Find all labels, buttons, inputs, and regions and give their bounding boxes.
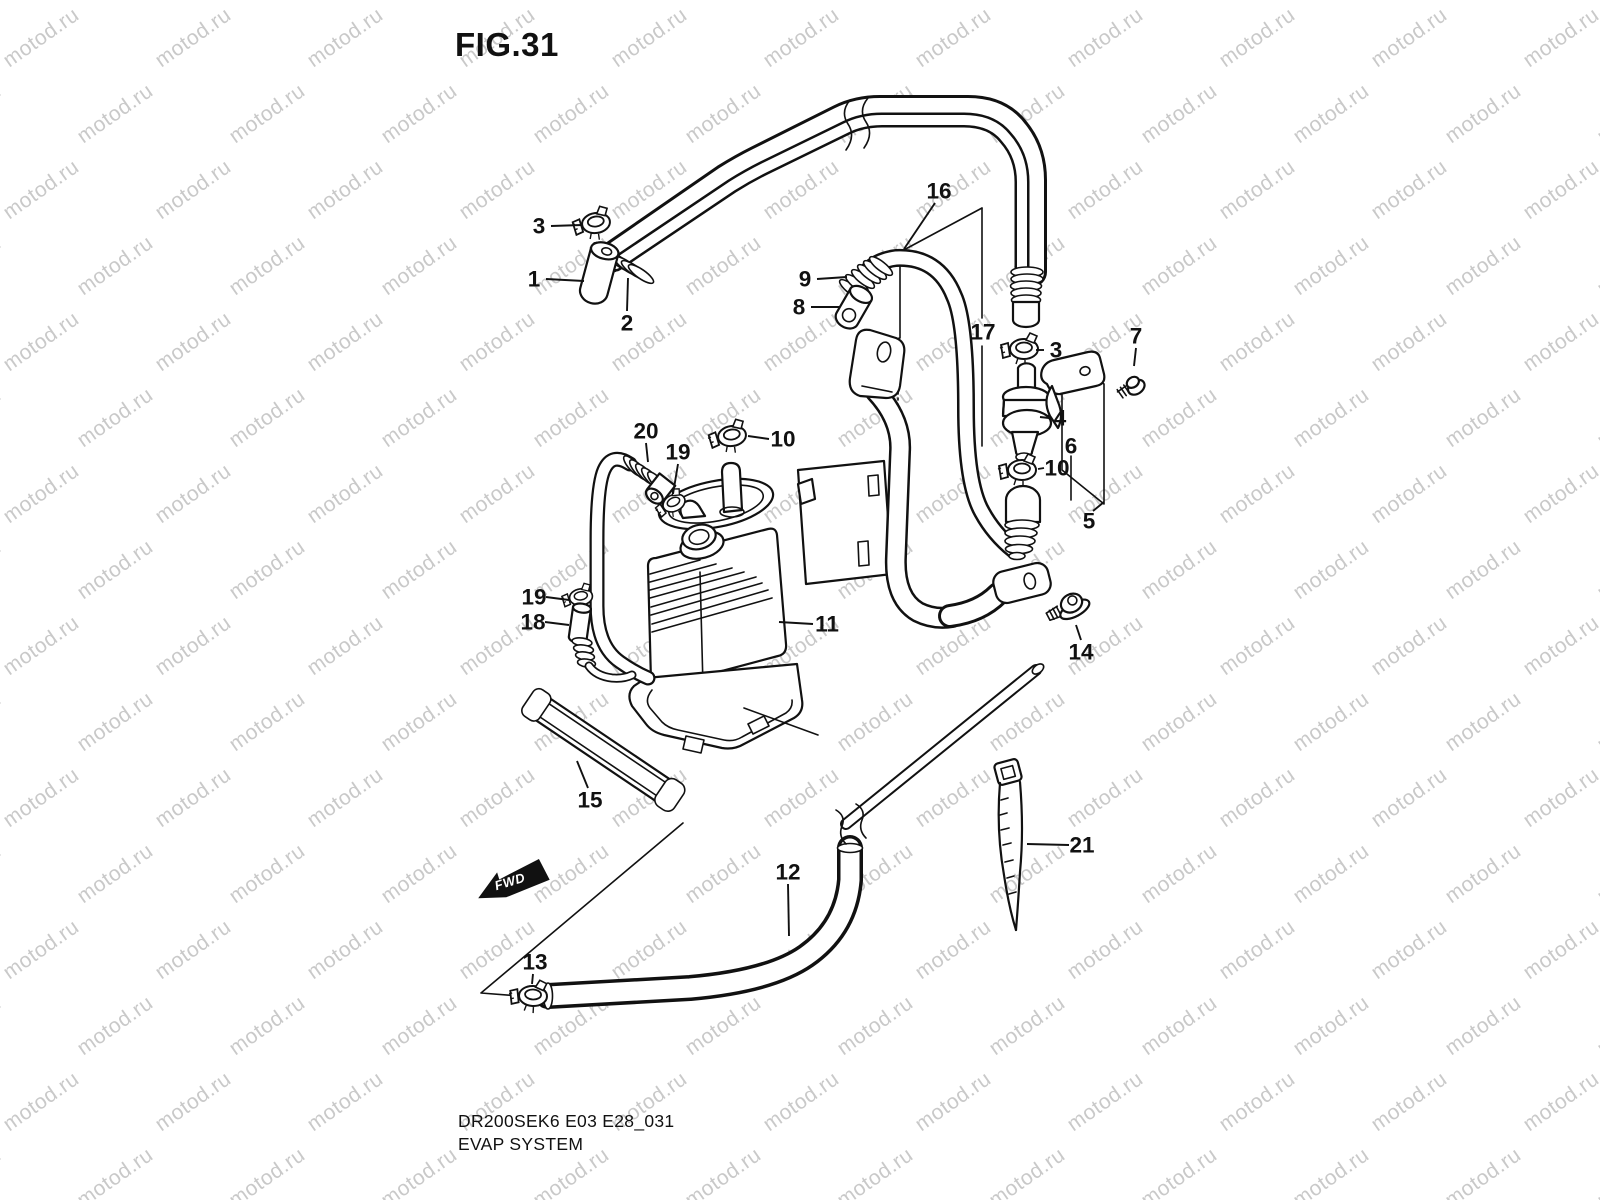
spring-part9 bbox=[838, 255, 894, 300]
foot-bracket bbox=[938, 561, 1052, 628]
leader-line-part-9 bbox=[816, 276, 848, 280]
figure-title: FIG.31 bbox=[455, 26, 559, 63]
callout-part-17: 17 bbox=[970, 320, 995, 345]
screw-part7 bbox=[1116, 375, 1146, 399]
leader-line-part-16 bbox=[903, 202, 936, 250]
callout-part-15: 15 bbox=[577, 788, 602, 813]
leader-line-part-4 bbox=[1039, 416, 1050, 419]
pointer-lines bbox=[480, 707, 819, 997]
callout-part-10: 10 bbox=[1044, 456, 1069, 481]
leader-line-part-19 bbox=[545, 596, 570, 601]
callout-part-21: 21 bbox=[1069, 833, 1094, 858]
callout-part-16: 16 bbox=[926, 179, 951, 204]
callout-part-12: 12 bbox=[775, 860, 800, 885]
callout-part-19: 19 bbox=[521, 585, 546, 610]
clamp-13 bbox=[507, 977, 549, 1015]
canister-ribs bbox=[649, 559, 773, 633]
leader-line-part-12 bbox=[787, 883, 790, 937]
fitting-part8 bbox=[834, 284, 874, 330]
callout-part-6: 6 bbox=[1065, 434, 1078, 459]
callout-part-2: 2 bbox=[621, 311, 634, 336]
footer-model-code: DR200SEK6 E03 E28_031 bbox=[458, 1111, 675, 1131]
fwd-arrow: FWD bbox=[478, 858, 550, 899]
hose-12 bbox=[535, 663, 1045, 1010]
canister-part11 bbox=[628, 461, 804, 754]
leader-line-part-18 bbox=[544, 621, 570, 626]
leader-line-part-14 bbox=[1075, 624, 1082, 641]
leader-line-part-5 bbox=[1092, 501, 1105, 512]
callout-part-7: 7 bbox=[1130, 324, 1143, 349]
leader-line-part-21 bbox=[1026, 843, 1070, 846]
leader-line-part-15 bbox=[576, 760, 589, 789]
clamp-3-right bbox=[999, 332, 1039, 367]
bolt-part14 bbox=[1045, 592, 1091, 622]
hose-end-spring-right bbox=[1009, 266, 1044, 329]
clamp-3-left bbox=[569, 204, 614, 245]
callout-part-3: 3 bbox=[1050, 338, 1063, 363]
callout-part-10: 10 bbox=[770, 427, 795, 452]
callout-part-8: 8 bbox=[793, 295, 806, 320]
leader-line-part-10 bbox=[747, 435, 770, 440]
leader-line-part-13 bbox=[531, 973, 534, 985]
leader-line-part-20 bbox=[645, 442, 649, 463]
callout-part-18: 18 bbox=[520, 610, 545, 635]
connector-part20 bbox=[645, 472, 677, 505]
breather-part18 bbox=[567, 602, 637, 683]
leader-line-part-7 bbox=[1133, 347, 1137, 367]
leader-line-part-3 bbox=[550, 224, 583, 227]
valve-part4 bbox=[1001, 362, 1053, 462]
strap-part15 bbox=[521, 687, 686, 813]
callout-part-4: 4 bbox=[1054, 406, 1067, 431]
callout-part-19: 19 bbox=[665, 440, 690, 465]
callout-part-11: 11 bbox=[815, 612, 839, 637]
leader-line-part-19 bbox=[672, 463, 679, 495]
leader-line-part-2 bbox=[626, 277, 629, 312]
leader-line-part-1 bbox=[545, 278, 585, 282]
callout-part-14: 14 bbox=[1068, 640, 1094, 665]
top-hose bbox=[595, 95, 1047, 287]
mounting-plate bbox=[796, 459, 894, 586]
hook-bracket bbox=[848, 328, 963, 629]
hose-17 bbox=[849, 248, 1023, 559]
cap-part1 bbox=[578, 241, 620, 305]
callout-part-3: 3 bbox=[533, 214, 546, 239]
left-loop-hose bbox=[589, 451, 656, 686]
leader-line-part-11 bbox=[778, 621, 814, 625]
boot-spring-end bbox=[1004, 484, 1042, 561]
clamp-10-left bbox=[705, 417, 750, 458]
callout-part-5: 5 bbox=[1083, 509, 1096, 534]
leader-line-part-10 bbox=[1037, 467, 1045, 470]
callout-part-20: 20 bbox=[633, 419, 658, 444]
callout-part-9: 9 bbox=[799, 267, 812, 292]
callout-part-1: 1 bbox=[528, 267, 541, 292]
footer: DR200SEK6 E03 E28_031 EVAP SYSTEM bbox=[458, 1110, 674, 1156]
footer-figure-name: EVAP SYSTEM bbox=[458, 1134, 584, 1154]
bracket-part6 bbox=[1040, 350, 1106, 430]
callout-part-13: 13 bbox=[522, 950, 547, 975]
cable-tie-part21 bbox=[993, 758, 1024, 932]
